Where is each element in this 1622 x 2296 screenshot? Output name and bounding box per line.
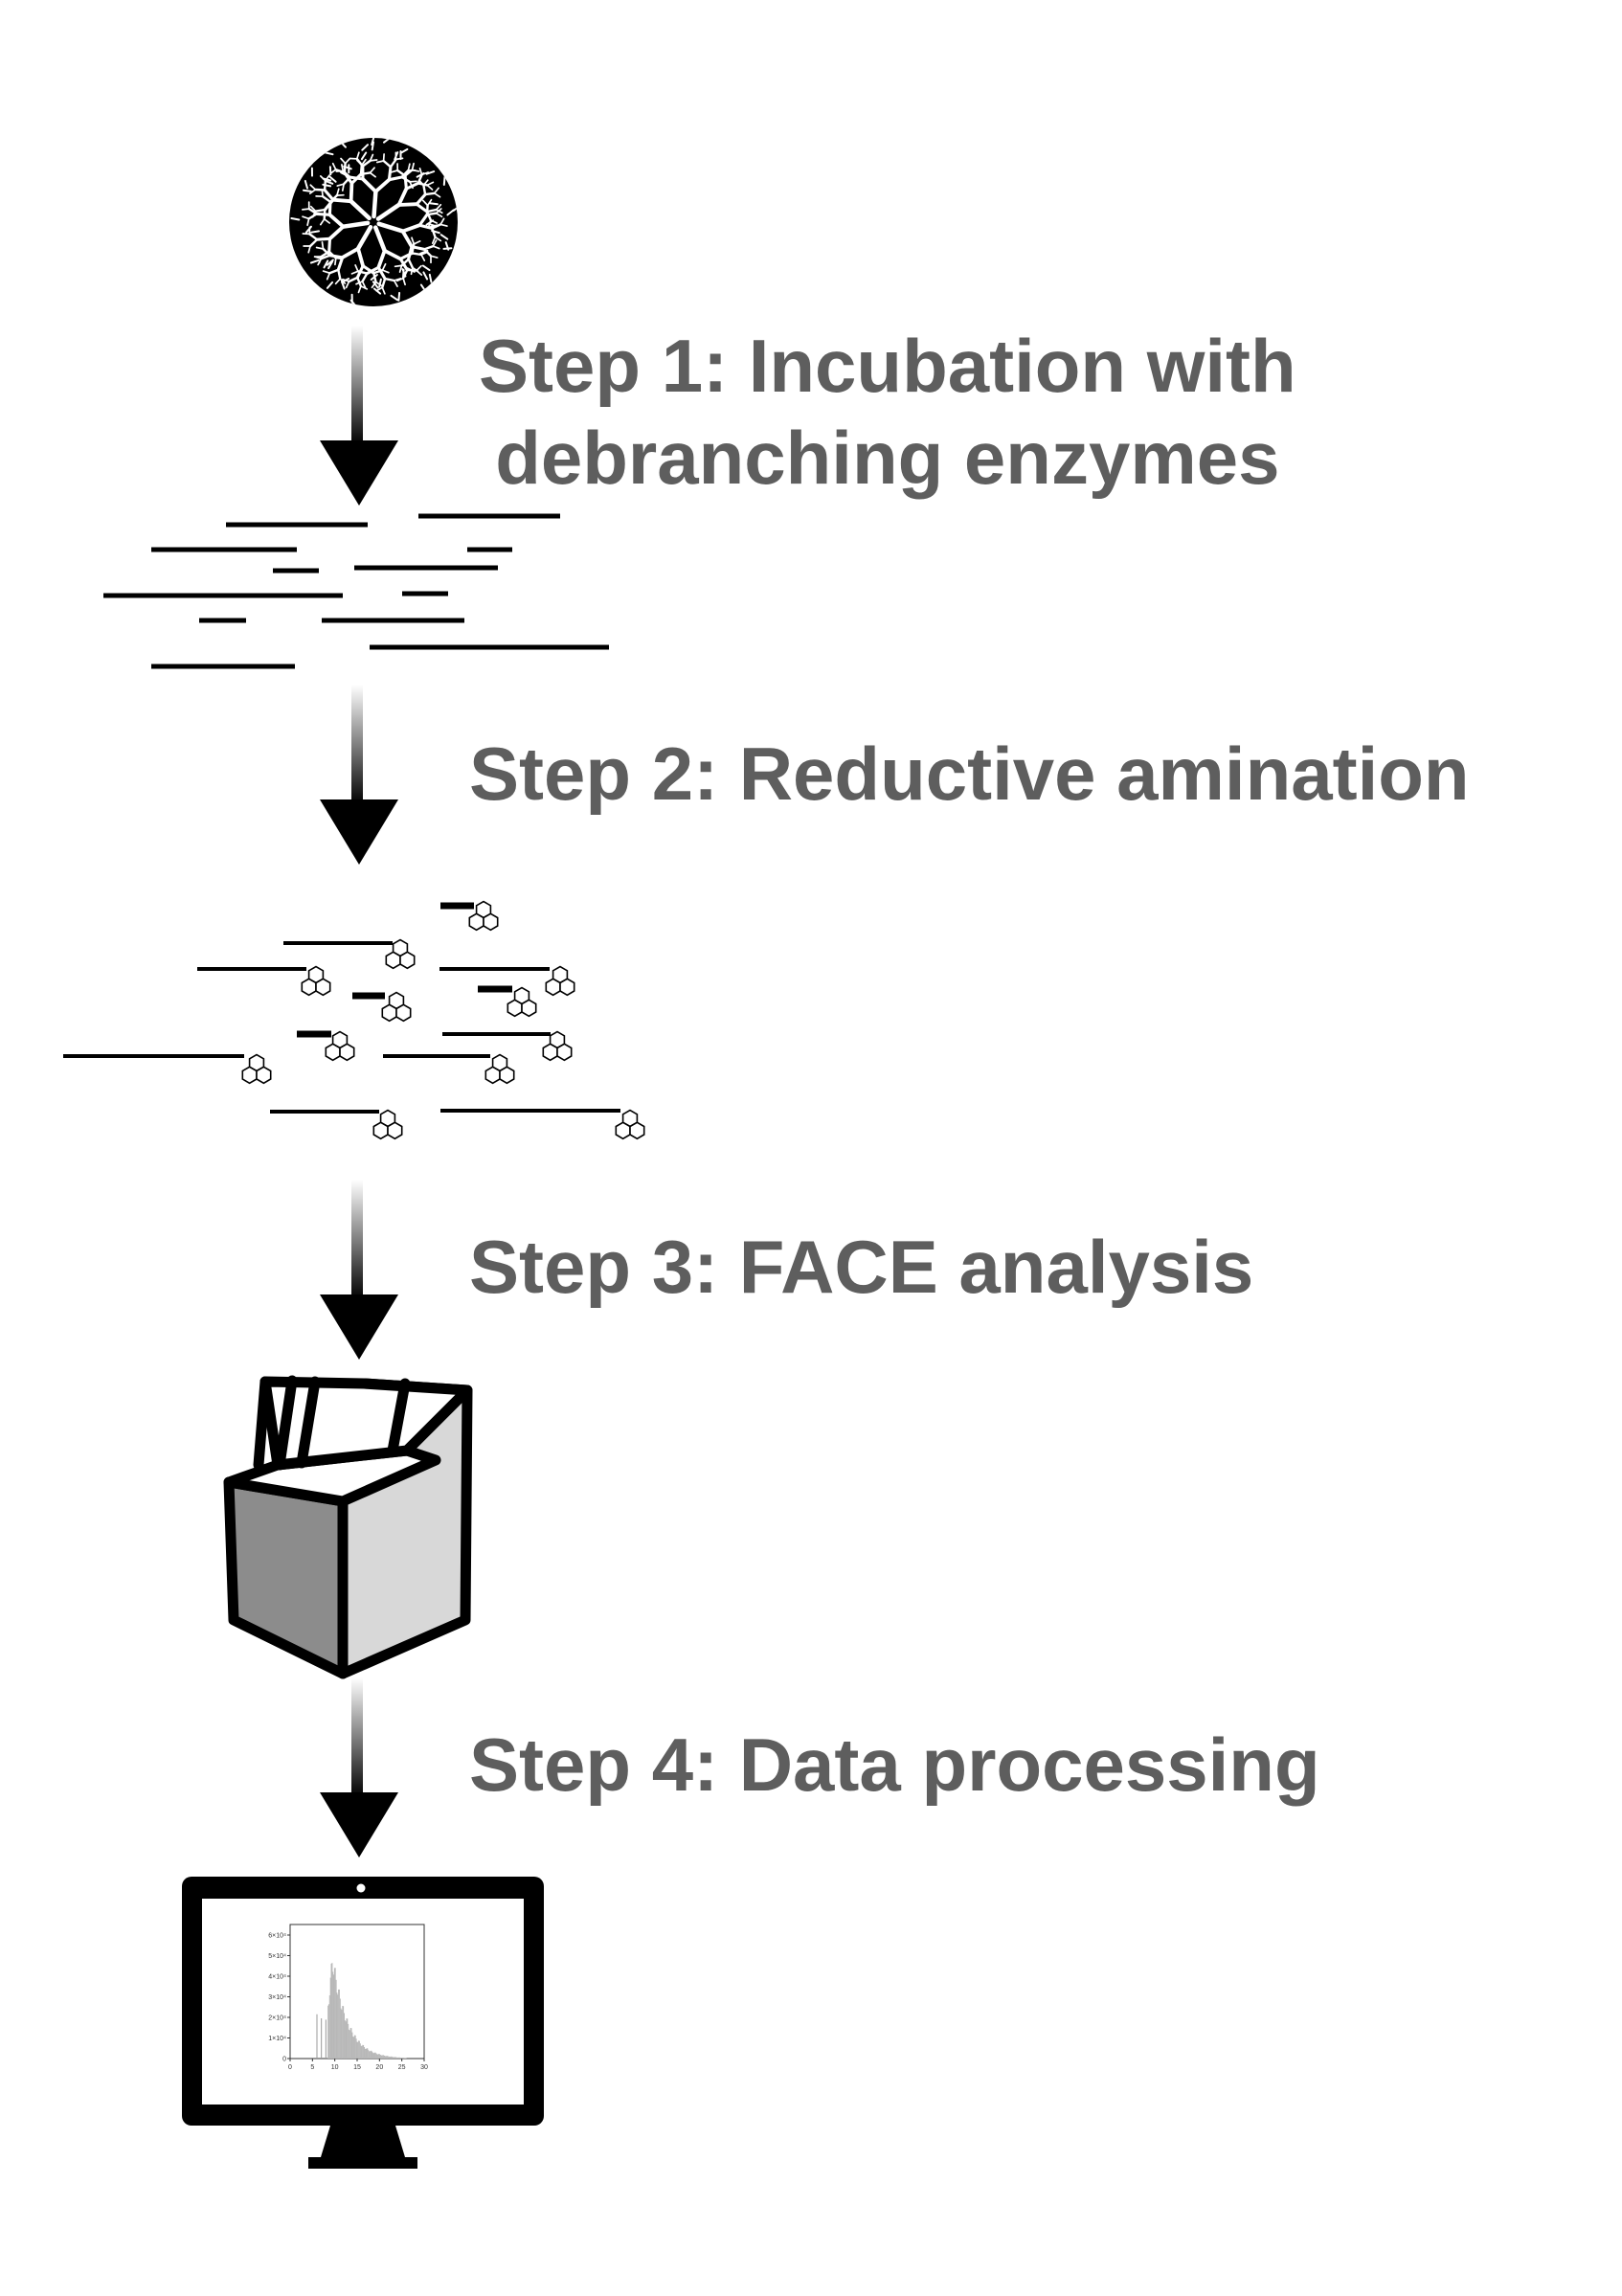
- x-tick-label: 15: [353, 2064, 361, 2071]
- x-tick-label: 0: [288, 2064, 292, 2071]
- down-arrow-icon: [320, 326, 398, 506]
- step-4-label-line-1: Step 4: Data processing: [469, 1722, 1320, 1807]
- fluorophore-labeled-chains: [63, 900, 645, 1140]
- screen-histogram: 6×10⁴ 5×10⁴ 4×10⁴ 3×10⁴ 2×10⁴ 1×10⁴ 0 0 5 10 15 20…: [268, 1924, 428, 2071]
- y-tick-label: 4×10⁴: [268, 1974, 286, 1981]
- monitor-icon: 6×10⁴ 5×10⁴ 4×10⁴ 3×10⁴ 2×10⁴ 1×10⁴ 0 0 5 10 15 20…: [182, 1877, 544, 2169]
- down-arrow-icon: [320, 1677, 398, 1857]
- x-tick-label: 30: [420, 2064, 428, 2071]
- fluorophore-tag-icon: [615, 1109, 645, 1140]
- step-2-label: Step 2: Reductive amination: [469, 728, 1470, 820]
- step-3-label: Step 3: FACE analysis: [469, 1221, 1253, 1313]
- step-3-label-line-1: Step 3: FACE analysis: [469, 1225, 1254, 1309]
- fluorophore-tag-icon: [542, 1030, 573, 1062]
- webcam-dot: [356, 1883, 366, 1893]
- y-tick-label: 1×10⁴: [268, 2036, 286, 2042]
- fluorophore-tag-icon: [545, 965, 575, 997]
- down-arrow-icon: [320, 685, 398, 865]
- step-4-label: Step 4: Data processing: [469, 1719, 1320, 1811]
- fluorophore-tag-icon: [484, 1053, 515, 1085]
- x-tick-label: 20: [375, 2064, 383, 2071]
- step-1-label-line-1: Step 1: Incubation with: [479, 324, 1296, 408]
- fluorophore-tag-icon: [468, 900, 499, 932]
- step-2-label-line-1: Step 2: Reductive amination: [469, 732, 1470, 816]
- amylopectin-granule-icon: [289, 138, 458, 306]
- y-tick-label: 2×10⁴: [268, 2015, 286, 2022]
- fluorophore-tag-icon: [372, 1109, 403, 1140]
- x-tick-label: 25: [398, 2064, 406, 2071]
- y-tick-label: 5×10⁴: [268, 1953, 286, 1960]
- fluorophore-tag-icon: [325, 1030, 355, 1062]
- y-tick-label: 6×10⁴: [268, 1933, 286, 1940]
- face-instrument-icon: [223, 1375, 473, 1679]
- fluorophore-tag-icon: [301, 965, 331, 997]
- fluorophore-tag-icon: [241, 1053, 272, 1085]
- down-arrow-icon: [320, 1180, 398, 1360]
- y-tick-label: 3×10⁴: [268, 1994, 286, 2001]
- step-1-label: Step 1: Incubation with debranching enzy…: [479, 320, 1296, 504]
- step-1-label-line-2: debranching enzymes: [495, 416, 1280, 500]
- fluorophore-tag-icon: [385, 938, 416, 970]
- x-tick-label: 10: [331, 2064, 339, 2071]
- linear-glucan-chains: [103, 513, 609, 669]
- fluorophore-tag-icon: [381, 991, 412, 1023]
- fluorophore-tag-icon: [507, 986, 537, 1018]
- x-tick-label: 5: [310, 2064, 314, 2071]
- y-tick-label: 0: [282, 2057, 286, 2063]
